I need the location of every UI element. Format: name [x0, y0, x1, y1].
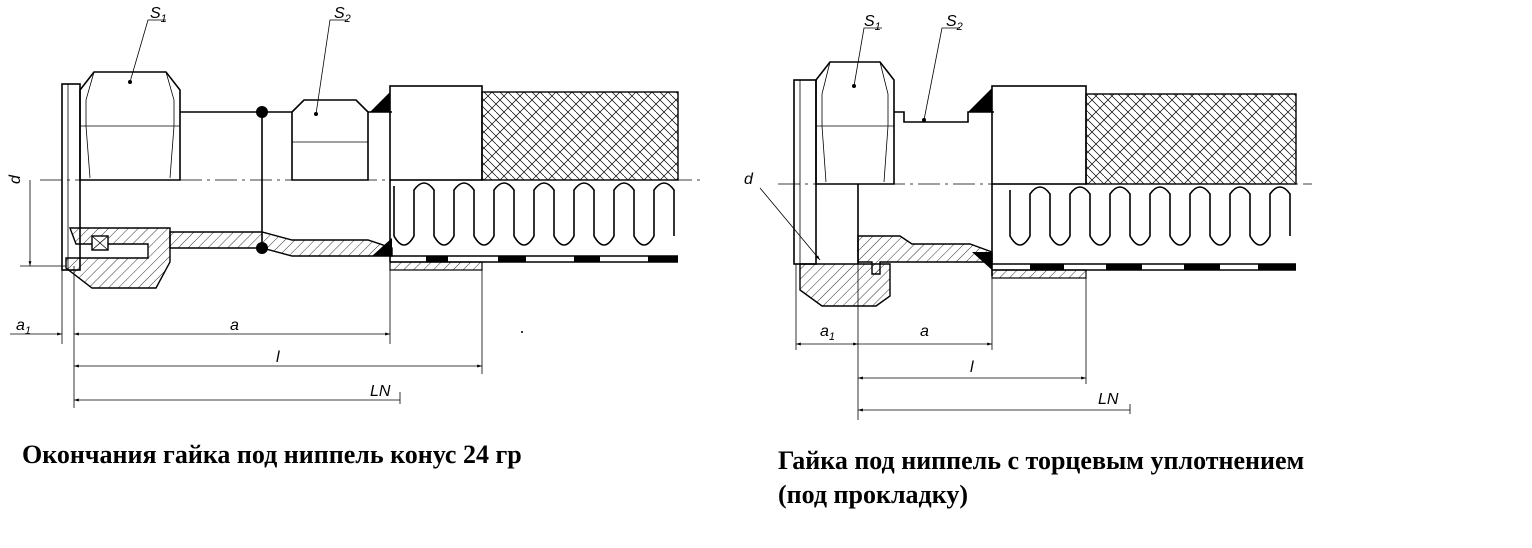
right-fitting-drawing: S1 S2 d a1 a l LN	[744, 13, 1312, 420]
caption-right-line1: Гайка под ниппель с торцевым уплотнением	[778, 446, 1305, 475]
right-label-s2-sub: 2	[956, 21, 963, 33]
right-sleeve	[991, 85, 1087, 185]
right-end-flange	[793, 79, 817, 265]
left-corrugated-hose	[389, 180, 678, 271]
right-label-ln: LN	[1098, 391, 1119, 408]
left-fitting-drawing: S1 S2 d a1 a l LN	[7, 5, 700, 408]
left-braid	[481, 91, 679, 181]
left-nipple-section	[169, 231, 393, 257]
svg-text:S1: S1	[864, 13, 881, 33]
right-label-l: l	[970, 359, 974, 376]
svg-text:a1: a1	[820, 323, 835, 343]
right-label-s1-sub: 1	[875, 21, 881, 33]
svg-text:S2: S2	[946, 13, 963, 33]
right-label-a1: a	[820, 323, 829, 340]
right-label-a1-sub: 1	[829, 331, 835, 343]
left-hex-nut-s2	[291, 99, 369, 181]
left-label-s2-sub: 2	[344, 13, 351, 25]
svg-text:S1: S1	[150, 5, 167, 25]
left-label-a1-sub: 1	[25, 325, 31, 337]
svg-text:a1: a1	[16, 317, 31, 337]
right-label-a: a	[920, 323, 929, 340]
left-label-s1-sub: 1	[161, 13, 167, 25]
svg-text:S2: S2	[334, 5, 351, 25]
right-label-s2: S	[946, 13, 957, 30]
right-label-d: d	[744, 171, 754, 188]
left-label-a1: a	[16, 317, 25, 334]
caption-right: Гайка под ниппель с торцевым уплотнением…	[778, 444, 1518, 512]
right-nut-section	[799, 263, 891, 307]
left-label-ln: LN	[370, 383, 391, 400]
left-nut-section	[65, 227, 171, 289]
left-sleeve	[389, 85, 483, 181]
right-label-s1: S	[864, 13, 875, 30]
left-label-a: a	[230, 317, 239, 334]
left-label-s2: S	[334, 5, 345, 22]
right-nipple-section	[857, 235, 993, 275]
caption-right-line2: (под прокладку)	[778, 480, 968, 509]
left-weld-point-top	[256, 106, 268, 118]
caption-left: Окончания гайка под ниппель конус 24 гр	[22, 440, 522, 469]
right-corrugated-hose	[991, 184, 1296, 279]
left-label-d: d	[7, 174, 24, 184]
right-braid	[1085, 93, 1297, 185]
left-label-s1: S	[150, 5, 161, 22]
left-label-l: l	[276, 349, 280, 366]
